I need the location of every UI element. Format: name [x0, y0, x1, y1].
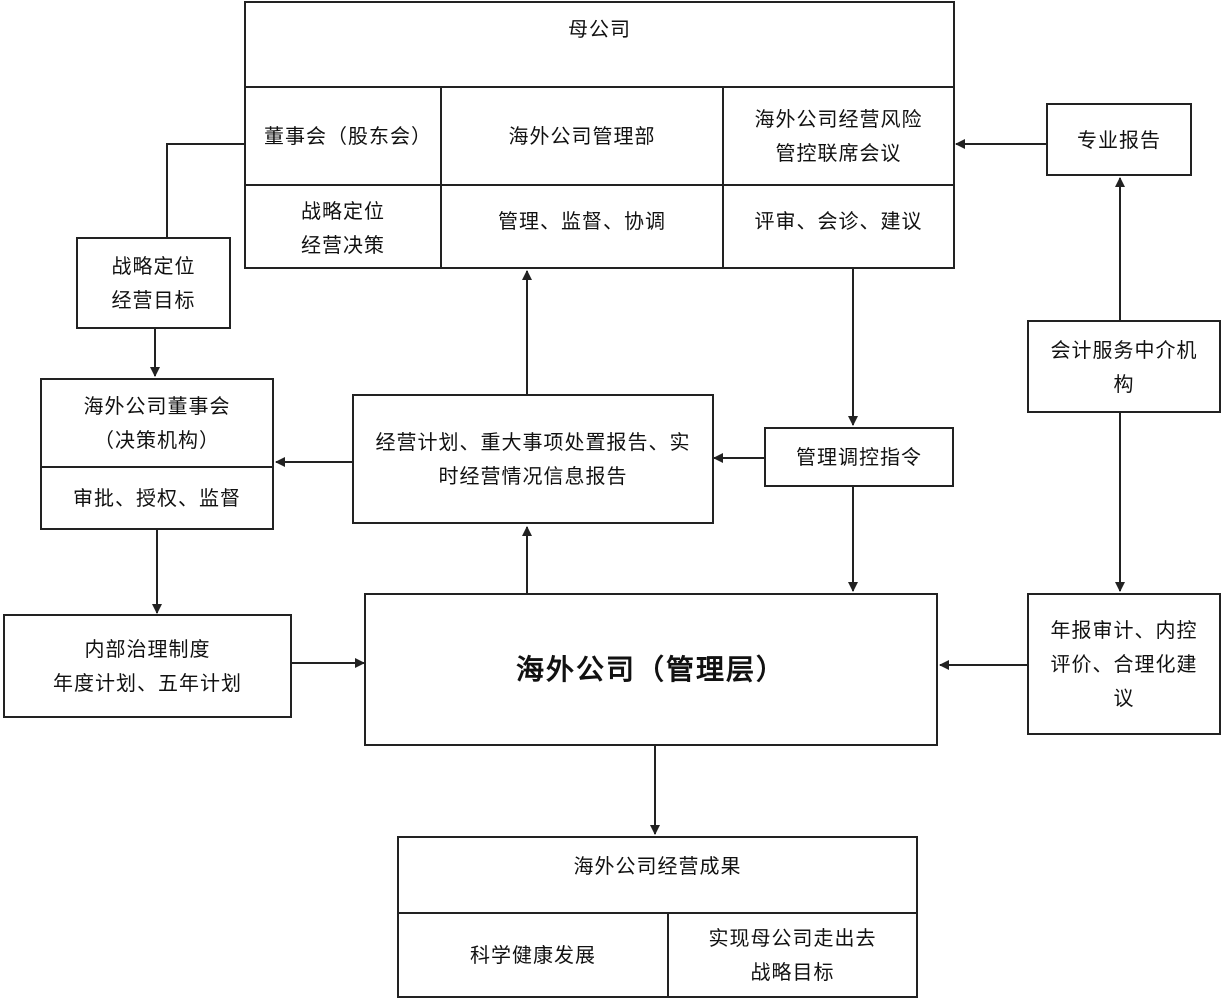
divider — [42, 466, 272, 468]
divider — [440, 86, 442, 269]
professional-report-text: 专业报告 — [1077, 127, 1161, 152]
reports-text: 经营计划、重大事项处置报告、实时经营情况信息报告 — [375, 430, 691, 488]
professional-report-box: 专业报告 — [1046, 103, 1192, 176]
connector-board-to-strategy — [166, 143, 245, 237]
divider — [667, 912, 669, 996]
internal-governance-box: 内部治理制度 年度计划、五年计划 — [3, 614, 292, 718]
parent-board-cell: 董事会（股东会） — [264, 124, 432, 148]
parent-company-box: 母公司 董事会（股东会） 海外公司管理部 海外公司经营风险管控联席会议 战略定位… — [244, 1, 955, 269]
management-box: 海外公司（管理层） — [364, 593, 938, 746]
divider — [722, 86, 724, 269]
overseas-board-role: 审批、授权、监督 — [73, 486, 241, 510]
audit-text: 年报审计、内控评价、合理化建议 — [1050, 618, 1198, 710]
overseas-board-box: 海外公司董事会（决策机构） 审批、授权、监督 — [40, 378, 274, 530]
results-right: 实现母公司走出去 战略目标 — [708, 926, 877, 984]
divider — [246, 86, 953, 88]
overseas-dept-cell: 海外公司管理部 — [508, 124, 656, 148]
risk-role-cell: 评审、会诊、建议 — [754, 209, 923, 233]
control-order-box: 管理调控指令 — [764, 427, 954, 487]
parent-company-title: 母公司 — [568, 17, 631, 41]
audit-box: 年报审计、内控评价、合理化建议 — [1027, 593, 1221, 735]
results-box: 海外公司经营成果 科学健康发展 实现母公司走出去 战略目标 — [397, 836, 918, 998]
management-text: 海外公司（管理层） — [515, 652, 786, 686]
divider — [399, 912, 916, 914]
reports-box: 经营计划、重大事项处置报告、实时经营情况信息报告 — [352, 394, 714, 524]
dept-role-cell: 管理、监督、协调 — [498, 209, 666, 233]
divider — [246, 184, 953, 186]
control-order-text: 管理调控指令 — [796, 445, 922, 469]
results-title: 海外公司经营成果 — [573, 853, 742, 878]
strategy-goal-box: 战略定位 经营目标 — [76, 237, 231, 329]
overseas-board-title: 海外公司董事会（决策机构） — [83, 394, 231, 452]
strategy-goal-text: 战略定位 经营目标 — [111, 254, 196, 312]
internal-governance-text: 内部治理制度 年度计划、五年计划 — [53, 637, 242, 695]
accounting-agency-box: 会计服务中介机构 — [1027, 320, 1221, 413]
accounting-agency-text: 会计服务中介机构 — [1050, 337, 1198, 396]
results-left: 科学健康发展 — [470, 943, 596, 967]
board-role-cell: 战略定位 经营决策 — [301, 198, 385, 257]
risk-meeting-cell: 海外公司经营风险管控联席会议 — [754, 107, 923, 165]
